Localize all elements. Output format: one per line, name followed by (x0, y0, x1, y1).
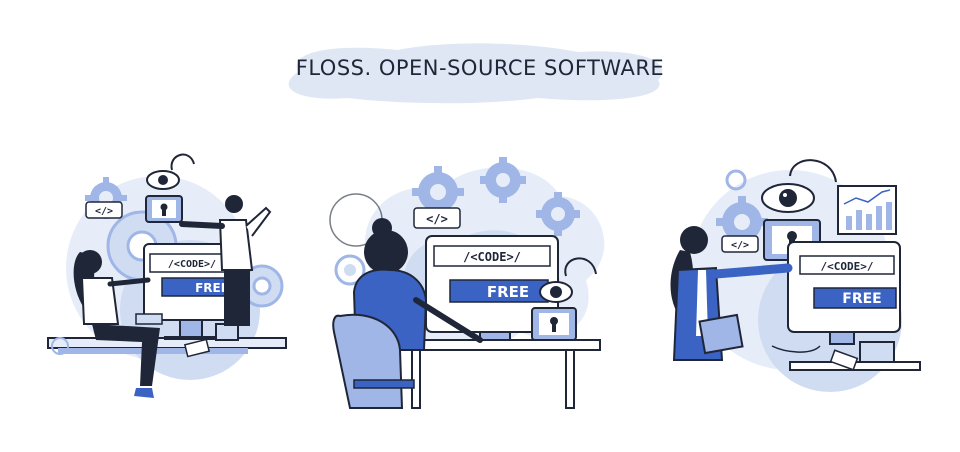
gear-icon (536, 192, 580, 236)
book (698, 313, 744, 355)
bar-chart-icon (837, 185, 897, 235)
man-figure (179, 195, 272, 326)
chair (332, 313, 404, 409)
title-background-blob (288, 43, 663, 104)
svg-text:FREE: FREE (195, 281, 229, 295)
svg-text:FREE: FREE (842, 291, 881, 307)
desk (397, 339, 601, 351)
code-tag-icon: </> (413, 207, 461, 229)
keyhole-lock-icon (531, 307, 577, 341)
svg-text:</>: </> (731, 240, 749, 251)
eye-icon (761, 183, 815, 213)
svg-text:</>: </> (95, 206, 113, 217)
svg-text:/<CODE>/: /<CODE>/ (821, 260, 874, 273)
gear-icon (480, 157, 526, 203)
scene-right-developer: </> /<CODE>/ FREE (660, 150, 930, 420)
svg-text:/<CODE>/: /<CODE>/ (168, 259, 216, 270)
woman-figure (670, 226, 793, 361)
svg-text:/<CODE>/: /<CODE>/ (463, 250, 521, 264)
code-tag-icon: </> (721, 235, 759, 253)
woman-figure (332, 218, 483, 409)
code-tag-icon: </> (85, 201, 123, 219)
eye-icon (146, 170, 180, 190)
tablet (135, 313, 163, 325)
code-label (433, 245, 551, 267)
page-title: FLOSS. OPEN-SOURCE SOFTWARE (295, 56, 665, 80)
scene-center-developer: </> /<CODE>/ FREE (320, 150, 610, 420)
svg-text:FREE: FREE (487, 283, 529, 301)
woman-figure (73, 250, 163, 398)
scene-left-developer: </> /<CODE>/ FREE (40, 150, 300, 420)
box (859, 341, 895, 363)
code-label (799, 255, 895, 275)
keyhole-lock-icon (145, 195, 183, 223)
free-label (813, 287, 897, 309)
eye-icon (539, 281, 573, 303)
box (215, 323, 239, 341)
svg-text:</>: </> (426, 212, 448, 226)
